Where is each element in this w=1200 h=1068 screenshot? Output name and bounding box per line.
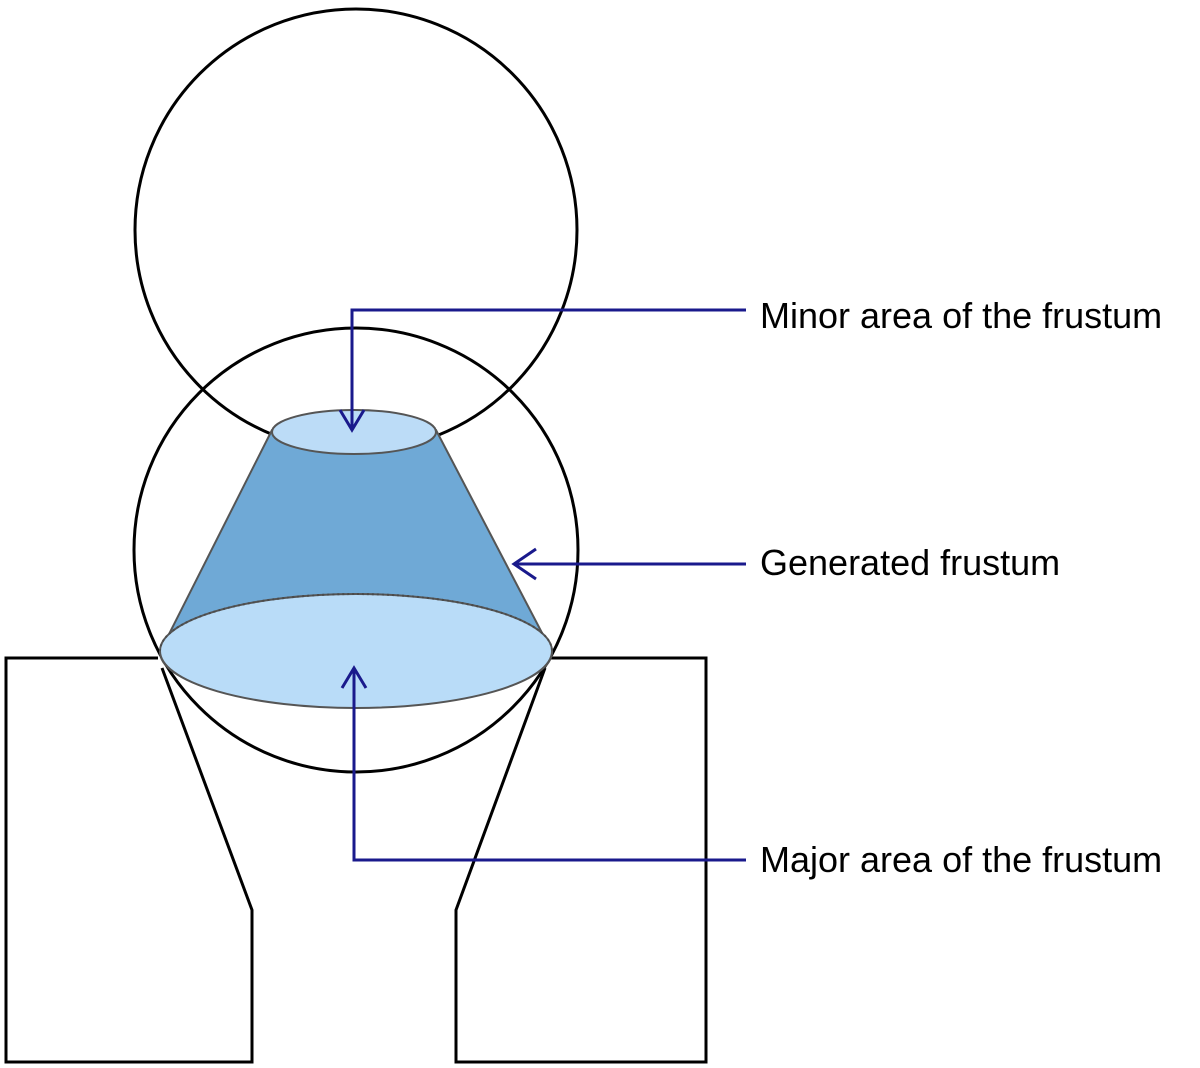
upper-circle [133,7,579,453]
lower-circle [132,326,580,774]
frustum-base-hidden-edge [159,593,553,652]
minor-area-label: Minor area of the frustum [760,295,1162,336]
generated-frustum-arrowhead [511,547,537,581]
major-area-label: Major area of the frustum [760,839,1162,880]
frustum-minor-area [271,409,437,455]
minor-area-leader [350,308,746,428]
major-area-arrowhead [340,665,368,689]
socket-outline [4,656,708,1064]
generated-frustum-label: Generated frustum [760,542,1060,583]
minor-area-arrowhead [338,409,366,433]
major-area-leader [352,670,746,862]
